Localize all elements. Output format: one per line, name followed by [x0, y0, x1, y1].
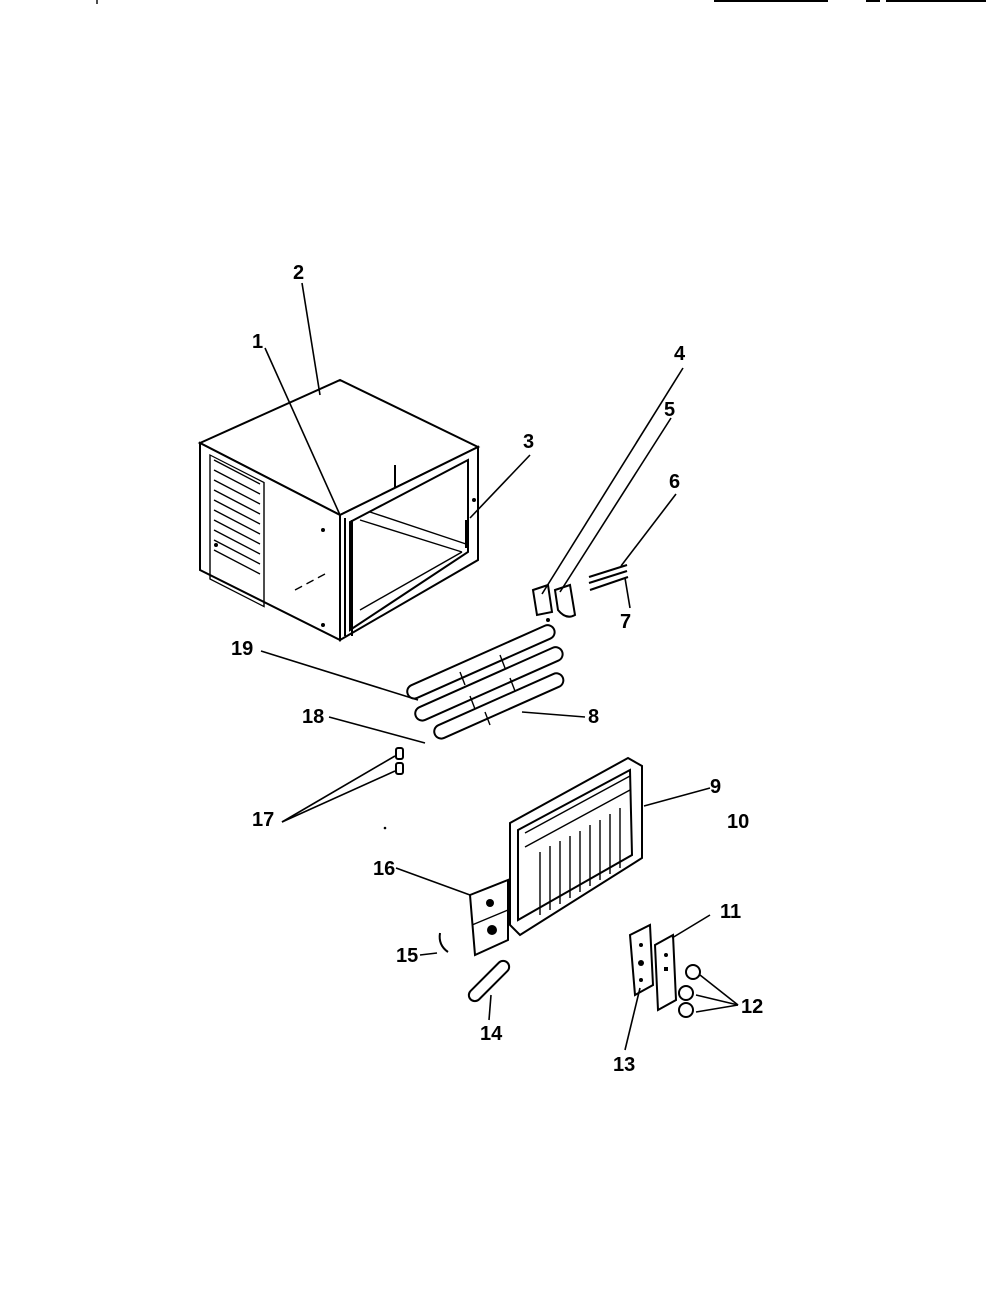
- callout-5: 5: [664, 399, 675, 421]
- callout-17: 17: [252, 809, 274, 831]
- panel-plate-part: [628, 923, 655, 997]
- callout-3: 3: [523, 431, 534, 453]
- callout-15: 15: [396, 945, 418, 967]
- front-grille-part: [509, 756, 643, 937]
- callout-11: 11: [720, 901, 741, 923]
- callout-2: 2: [293, 262, 304, 284]
- callout-19: 19: [231, 638, 253, 660]
- callout-13: 13: [613, 1054, 635, 1076]
- retainer-part: [438, 932, 449, 953]
- callout-12: 12: [741, 996, 763, 1018]
- bracket-parts: [531, 564, 629, 622]
- nameplate-part: [653, 933, 678, 1012]
- callout-6: 6: [669, 471, 680, 493]
- cabinet-louvers: [209, 453, 265, 608]
- filter-panels: [406, 624, 565, 740]
- handle-part: [467, 959, 511, 1003]
- control-panel-part: [468, 878, 509, 957]
- callout-labels: 1 2 3 4 5 6 7 8 9 10 11 12 13 14 15 16 1…: [231, 262, 763, 1076]
- clip-parts: [395, 747, 404, 775]
- callout-18: 18: [302, 706, 324, 728]
- callout-1: 1: [252, 331, 263, 353]
- callout-9: 9: [710, 776, 721, 798]
- leader-lines: [260, 282, 739, 1051]
- callout-4: 4: [674, 343, 686, 365]
- callout-8: 8: [588, 706, 599, 728]
- callout-10: 10: [727, 811, 749, 833]
- callout-16: 16: [373, 858, 395, 880]
- knob-parts: [678, 964, 701, 1018]
- callout-7: 7: [620, 611, 631, 633]
- cabinet-part: [197, 378, 481, 642]
- callout-14: 14: [480, 1023, 503, 1045]
- page-edge-marks: [96, 0, 986, 4]
